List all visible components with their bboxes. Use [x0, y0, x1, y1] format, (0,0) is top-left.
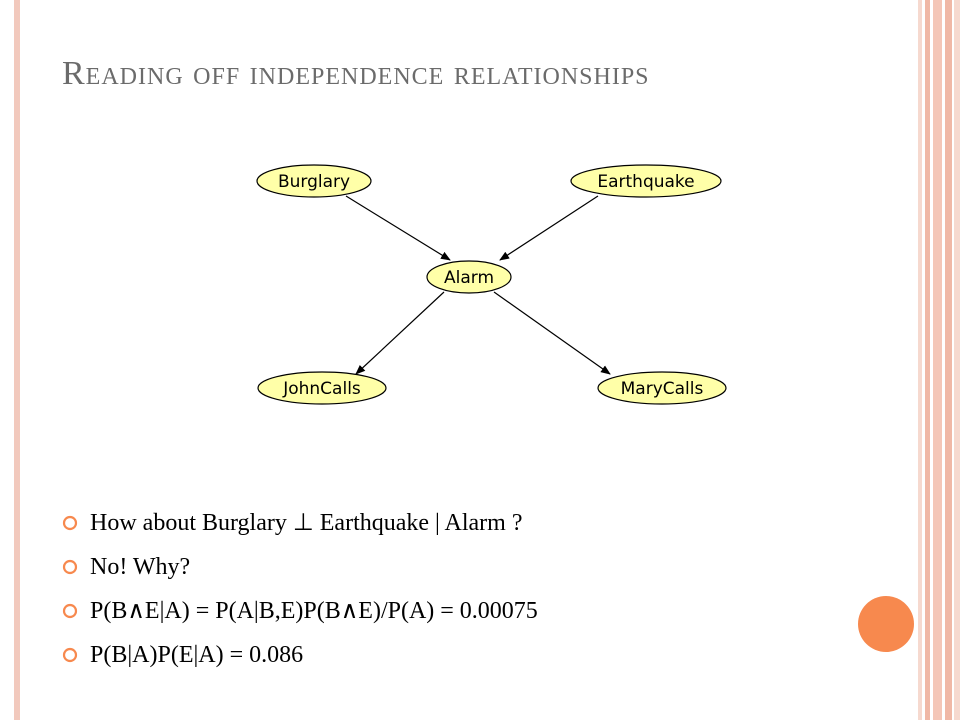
- circle-bullet-icon: [62, 559, 78, 575]
- bullet-item: P(B|A)P(E|A) = 0.086: [62, 636, 538, 680]
- edge-alarm-johncalls: [355, 291, 445, 375]
- bullet-item: How about Burglary ⊥ Earthquake | Alarm …: [62, 504, 538, 548]
- node-marycalls-label: MaryCalls: [621, 379, 704, 399]
- bullet-text: P(B|A)P(E|A) = 0.086: [90, 642, 304, 668]
- slide-title: Reading off independence relationships: [62, 55, 650, 92]
- circle-bullet-icon: [62, 647, 78, 663]
- bullet-item: P(B∧E|A) = P(A|B,E)P(B∧E)/P(A) = 0.00075: [62, 592, 538, 636]
- circle-bullet-icon: [62, 515, 78, 531]
- bullet-text: No! Why?: [90, 554, 191, 580]
- decorative-orange-circle: [858, 596, 914, 652]
- bullet-text: How about Burglary ⊥ Earthquake | Alarm …: [90, 510, 523, 536]
- node-earthquake: Earthquake: [570, 164, 722, 198]
- bullet-text: P(B∧E|A) = P(A|B,E)P(B∧E)/P(A) = 0.00075: [90, 598, 538, 624]
- node-alarm-label: Alarm: [444, 268, 494, 288]
- edge-burglary-alarm: [345, 195, 451, 261]
- node-marycalls: MaryCalls: [597, 371, 727, 405]
- edge-alarm-marycalls: [493, 291, 611, 375]
- node-johncalls: JohnCalls: [257, 371, 387, 405]
- circle-bullet-icon: [62, 603, 78, 619]
- node-johncalls-label: JohnCalls: [282, 379, 361, 399]
- left-border-line: [14, 0, 20, 720]
- node-burglary: Burglary: [256, 164, 372, 198]
- bullet-item: No! Why?: [62, 548, 538, 592]
- bullet-list: How about Burglary ⊥ Earthquake | Alarm …: [62, 504, 538, 680]
- node-burglary-label: Burglary: [278, 172, 350, 192]
- node-alarm: Alarm: [426, 260, 512, 294]
- node-earthquake-label: Earthquake: [597, 172, 694, 192]
- edge-earthquake-alarm: [499, 195, 599, 261]
- right-border-stripes: [918, 0, 960, 720]
